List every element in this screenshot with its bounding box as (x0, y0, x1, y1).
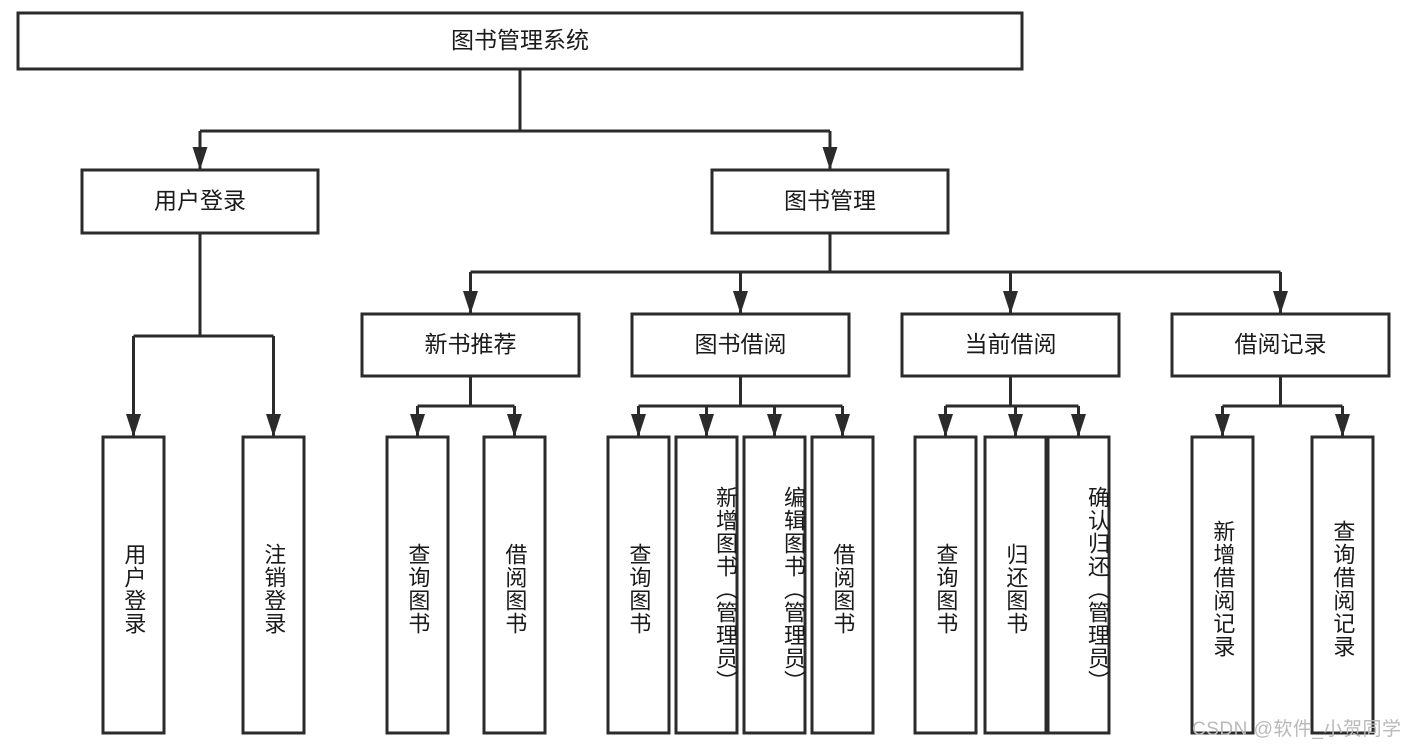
node-level3-2-4[interactable]: 借阅记录 (1170, 312, 1391, 378)
node-level3-2-4-box[interactable] (1170, 312, 1391, 378)
node-leaf-2-2-3[interactable] (742, 435, 807, 735)
arrow-head-icon (126, 414, 141, 437)
node-level2-2-box[interactable] (710, 168, 950, 235)
arrow-head-icon (1071, 414, 1086, 437)
node-leaf-2-2-3-box[interactable] (742, 435, 807, 735)
arrow-head-icon (1335, 414, 1350, 437)
node-level3-2-2[interactable]: 图书借阅 (630, 312, 851, 378)
arrow-head-icon (631, 414, 646, 437)
node-leaf-2-3-3-box[interactable] (1046, 435, 1111, 735)
node-leaf-2-2-1[interactable] (606, 435, 671, 735)
node-leaf-2-4-2-box[interactable] (1310, 435, 1375, 735)
node-level3-2-2-box[interactable] (630, 312, 851, 378)
node-leaf-2-2-4[interactable] (810, 435, 875, 735)
node-leaf-2-2-2[interactable] (674, 435, 739, 735)
node-e59bbee4b9a6e7aea1e79086e7b3bbe7bb9f-root-box[interactable] (16, 11, 1024, 71)
arrow-head-icon (835, 414, 850, 437)
arrow-head-icon (507, 414, 522, 437)
arrow-head-icon (410, 414, 425, 437)
node-level2-1-label: 用户登录 (154, 188, 246, 214)
node-level3-1-1[interactable] (101, 435, 166, 735)
node-e59bbee4b9a6e7aea1e79086e7b3bbe7bb9f-root[interactable]: 图书管理系统 (16, 11, 1024, 71)
arrow-head-icon (733, 291, 748, 314)
node-leaf-2-4-2[interactable] (1310, 435, 1375, 735)
node-level3-2-4-label: 借阅记录 (1235, 331, 1327, 357)
node-leaf-2-3-1-box[interactable] (913, 435, 978, 735)
node-level3-2-2-label: 图书借阅 (695, 331, 787, 357)
arrow-head-icon (1273, 291, 1288, 314)
node-level3-2-1-label: 新书推荐 (425, 331, 517, 357)
arrow-head-icon (1008, 414, 1023, 437)
node-leaf-2-3-2[interactable] (983, 435, 1048, 735)
arrow-head-icon (1003, 291, 1018, 314)
arrow-head-icon (266, 414, 281, 437)
node-level3-2-3-label: 当前借阅 (965, 331, 1057, 357)
node-leaf-2-2-1-box[interactable] (606, 435, 671, 735)
node-leaf-2-1-2[interactable] (482, 435, 547, 735)
node-level3-1-2[interactable] (241, 435, 306, 735)
csdn-watermark: CSDN @软件_小贺同学 (1192, 719, 1402, 740)
node-level2-1[interactable]: 用户登录 (80, 168, 320, 235)
node-level3-1-2-box[interactable] (241, 435, 306, 735)
arrow-head-icon (463, 291, 478, 314)
node-leaf-2-1-1[interactable] (385, 435, 450, 735)
node-leaf-2-4-1[interactable] (1190, 435, 1255, 735)
arrow-head-icon (822, 147, 838, 170)
node-leaf-2-1-2-box[interactable] (482, 435, 547, 735)
arrow-head-icon (1215, 414, 1230, 437)
node-leaf-2-3-2-box[interactable] (983, 435, 1048, 735)
node-level3-1-1-box[interactable] (101, 435, 166, 735)
arrow-head-icon (192, 147, 208, 170)
arrow-head-icon (699, 414, 714, 437)
node-level3-2-3[interactable]: 当前借阅 (900, 312, 1121, 378)
node-level2-2-label: 图书管理 (784, 188, 876, 214)
node-leaf-2-3-1[interactable] (913, 435, 978, 735)
node-level2-2[interactable]: 图书管理 (710, 168, 950, 235)
node-leaf-2-2-4-box[interactable] (810, 435, 875, 735)
node-leaf-2-4-1-box[interactable] (1190, 435, 1255, 735)
node-e59bbee4b9a6e7aea1e79086e7b3bbe7bb9f-root-label: 图书管理系统 (451, 27, 589, 53)
node-level3-2-1[interactable]: 新书推荐 (360, 312, 581, 378)
node-leaf-2-3-3[interactable] (1046, 435, 1111, 735)
node-leaf-2-2-2-box[interactable] (674, 435, 739, 735)
arrow-head-icon (767, 414, 782, 437)
node-level3-2-1-box[interactable] (360, 312, 581, 378)
node-leaf-2-1-1-box[interactable] (385, 435, 450, 735)
node-level3-2-3-box[interactable] (900, 312, 1121, 378)
arrow-head-icon (938, 414, 953, 437)
